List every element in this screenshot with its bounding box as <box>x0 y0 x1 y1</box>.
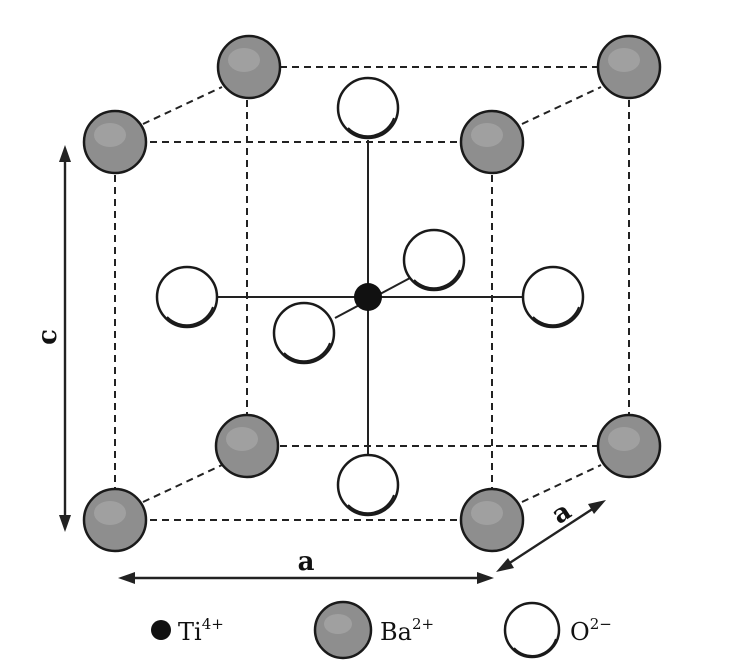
c-dimension-arrow <box>59 145 71 532</box>
a-depth-dimension-arrow <box>496 500 606 572</box>
legend-o-symbol: O <box>570 618 590 646</box>
a-front-dimension-label: a <box>298 547 315 577</box>
ba-back-bottom-left <box>214 413 280 479</box>
o-back <box>402 228 466 292</box>
cell-edge <box>521 86 602 125</box>
unit-cell-dashed-edges <box>114 66 630 521</box>
o-left <box>155 265 219 329</box>
ti-center-atom <box>354 283 382 311</box>
arrowhead <box>118 572 135 584</box>
legend-ti-symbol: Ti <box>178 618 202 646</box>
arrowhead <box>59 515 71 532</box>
arrowhead <box>588 500 606 514</box>
arrowhead <box>59 145 71 162</box>
legend: Ti4+ Ba2+ O2− <box>151 600 612 660</box>
o-bottom <box>336 453 400 517</box>
legend-label-ti: Ti4+ <box>178 615 224 646</box>
ba-front-bottom-left <box>82 487 148 553</box>
ti-legend-swatch <box>151 620 171 640</box>
a-front-dimension-arrow <box>118 572 494 584</box>
legend-item-ba: Ba2+ <box>313 600 434 660</box>
ba-front-top-right <box>459 109 525 175</box>
legend-label-o: O2− <box>570 615 612 646</box>
o-front <box>272 301 336 365</box>
cell-edge <box>142 464 223 503</box>
legend-ti-charge: 4+ <box>202 615 224 633</box>
ba-back-top-right <box>596 34 662 100</box>
legend-o-charge: 2− <box>590 615 612 633</box>
legend-ba-charge: 2+ <box>412 615 434 633</box>
cell-edge <box>521 464 602 503</box>
ba-back-top-left <box>216 34 282 100</box>
legend-item-o: O2− <box>503 601 612 659</box>
arrowhead <box>477 572 494 584</box>
o-right <box>521 265 585 329</box>
o-top <box>336 76 400 140</box>
arrowhead <box>496 558 514 572</box>
cell-edge <box>142 86 223 125</box>
legend-label-ba: Ba2+ <box>380 615 434 646</box>
ba-front-bottom-right <box>459 487 525 553</box>
legend-item-ti: Ti4+ <box>151 615 224 646</box>
ba-front-top-left <box>82 109 148 175</box>
c-dimension-label: c <box>33 329 63 345</box>
a-depth-dimension-label: a <box>546 496 577 530</box>
legend-ba-symbol: Ba <box>380 618 412 646</box>
ba-back-bottom-right <box>596 413 662 479</box>
